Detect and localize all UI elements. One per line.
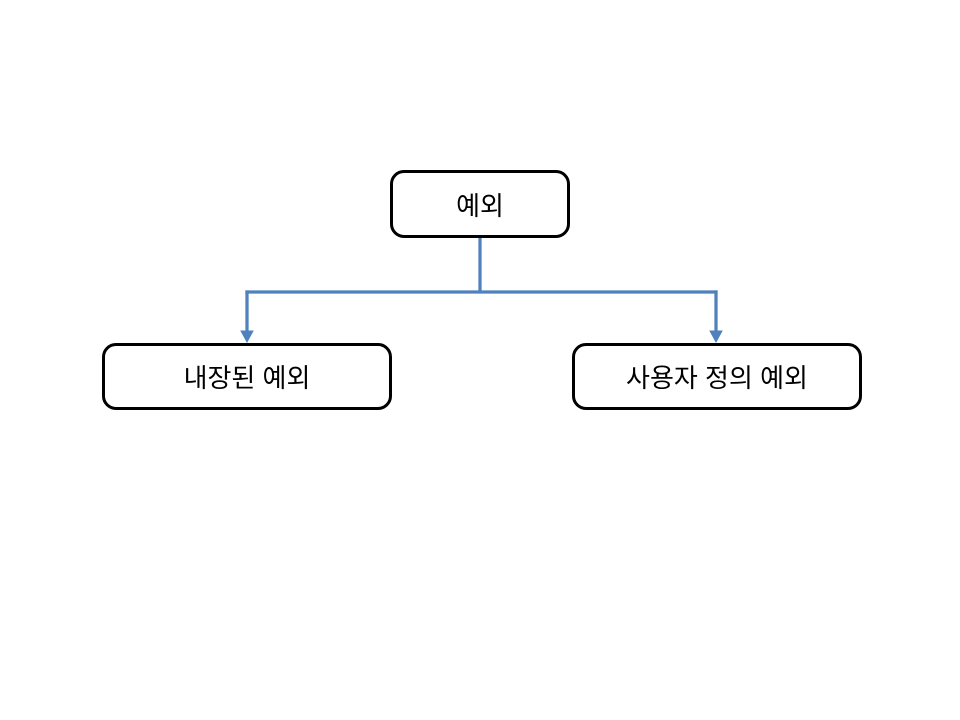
diagram-node-userdefined-exception: 사용자 정의 예외 — [572, 343, 862, 410]
arrowhead-down-left-icon — [240, 330, 254, 343]
diagram-node-builtin-exception: 내장된 예외 — [102, 343, 392, 410]
diagram-node-root: 예외 — [390, 170, 570, 238]
arrowhead-down-right-icon — [709, 330, 723, 343]
diagram-node-root-label: 예외 — [456, 190, 504, 221]
diagram-node-userdefined-exception-label: 사용자 정의 예외 — [626, 363, 808, 393]
diagram-node-builtin-exception-label: 내장된 예외 — [183, 363, 311, 393]
